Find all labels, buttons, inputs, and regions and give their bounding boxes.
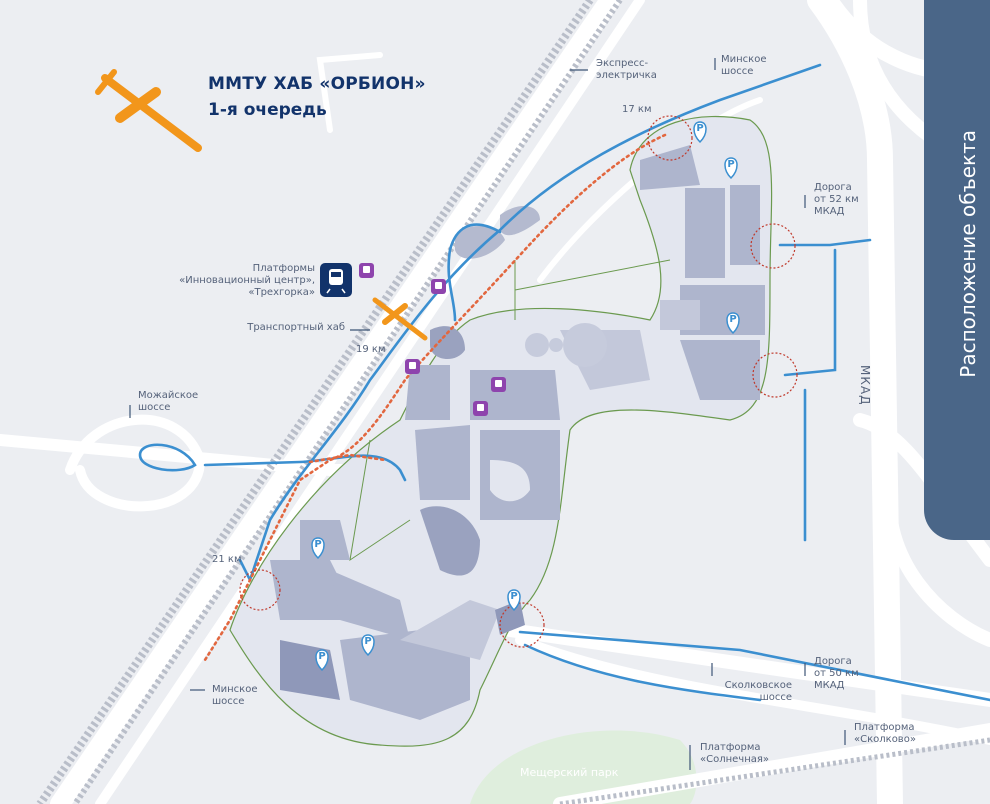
side-tab-label: Расположение объекта [956,130,980,378]
label-mozhayskoe: Можайское шоссе [138,390,199,413]
label-platforms: Платформы «Инновационный центр», «Трехго… [179,263,315,298]
label-transport-hub: Транспортный хаб [247,322,345,333]
svg-text:P: P [314,539,321,550]
title-line2: 1-я очередь [208,100,327,120]
svg-text:P: P [364,636,371,647]
label-skolkovskoe: Сколковское шоссе [724,680,792,703]
hub-plane-icon [372,297,428,341]
km-marker-17: 17 км [622,104,652,115]
dotted-routes [203,133,667,662]
svg-text:P: P [727,159,734,170]
location-side-tab[interactable]: Расположение объекта [924,0,990,804]
map-title: ММТУ ХАБ «ОРБИОН» 1-я очередь [208,74,426,120]
svg-text:P: P [696,123,703,134]
km-marker-21: 21 км [212,554,242,565]
label-ticks [129,58,846,770]
label-park: Мещерский парк [520,766,619,779]
plane-icon [95,69,202,152]
label-road52: Дорога от 52 км МКАД [814,182,859,217]
label-minskoe-bottom: Минское шоссе [212,684,258,707]
railway [36,0,990,804]
svg-text:P: P [729,314,736,325]
metro-icon-glyphs [363,266,502,411]
parking-pins: P P P P P P P [311,121,740,672]
access-circles [239,115,798,648]
train-icon [320,263,352,297]
svg-text:P: P [318,651,325,662]
label-solnechnaya: Платформа «Солнечная» [700,742,770,765]
label-minskoe-top: Минское шоссе [721,54,767,77]
label-express: Экспресс- электричка [596,58,657,81]
label-road50: Дорога от 50 км МКАД [814,656,859,691]
svg-text:P: P [510,591,517,602]
title-line1: ММТУ ХАБ «ОРБИОН» [208,74,426,94]
label-mkad: МКАД [858,365,872,406]
km-marker-19: 19 км [356,344,386,355]
side-tab-background [924,0,990,540]
label-skolkovo: Платформа «Сколково» [854,722,916,745]
